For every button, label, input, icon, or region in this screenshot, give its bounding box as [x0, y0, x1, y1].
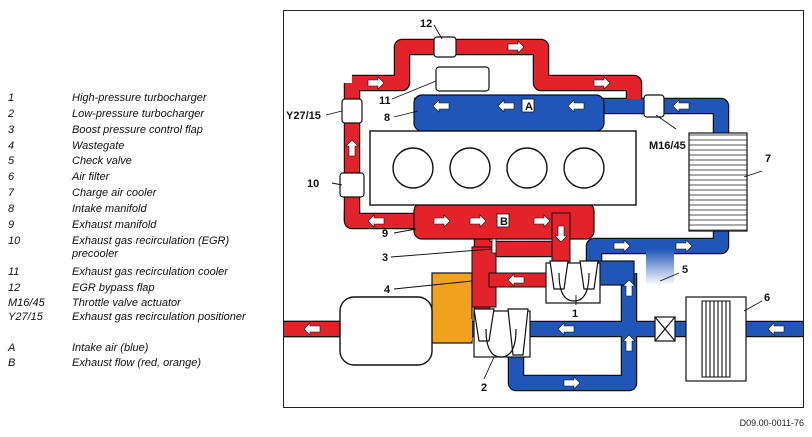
muffler	[339, 296, 433, 366]
legend-key: 8	[8, 203, 15, 215]
cylinder	[506, 147, 548, 189]
egr-precooler	[339, 172, 365, 198]
legend-text: Throttle valve actuator	[72, 297, 181, 309]
flow-arrow	[533, 214, 551, 228]
lp-compressor-wheel	[507, 308, 529, 356]
legend-text: Wastegate	[72, 140, 125, 152]
legend-key: B	[8, 357, 16, 369]
legend-text: Air filter	[72, 171, 110, 183]
engine-flow-diagram: 12 11 Y27/15 8 A M16/45 7 10 B 9 3 5 4 1…	[284, 18, 803, 394]
legend-text: Low-pressure turbocharger	[72, 108, 205, 120]
callout-5: 5	[682, 264, 688, 276]
flow-arrow	[345, 139, 359, 157]
check-valve	[646, 249, 674, 285]
flow-arrow	[767, 322, 785, 336]
callout-b: B	[500, 216, 508, 228]
callout-9: 9	[382, 228, 388, 240]
air-filter-element	[701, 300, 731, 378]
legend-key: 1	[8, 92, 15, 104]
marker-box-b	[496, 213, 510, 228]
legend-key: 4	[8, 140, 15, 152]
charge-air-cooler	[688, 132, 748, 232]
callout-2: 2	[481, 382, 487, 394]
callout-10: 10	[307, 178, 319, 190]
legend-text: Exhaust gas recirculation (EGR) precoole…	[72, 235, 230, 260]
flow-arrow	[367, 214, 385, 228]
flow-arrow	[469, 214, 487, 228]
boost-pressure-control-flap	[491, 238, 497, 254]
callout-7: 7	[765, 153, 771, 165]
cylinder	[563, 147, 605, 189]
egr-positioner	[341, 98, 363, 124]
flow-arrow	[433, 214, 451, 228]
legend-text: Intake air (blue)	[72, 342, 149, 354]
throttle-valve-actuator	[643, 94, 665, 118]
legend-key: 9	[8, 219, 15, 231]
callout-12: 12	[420, 18, 432, 30]
leader-lines	[325, 24, 763, 380]
marker-box-a	[521, 98, 535, 113]
flow-arrow	[432, 99, 450, 113]
callout-8: 8	[384, 112, 390, 124]
legend-text: EGR bypass flap	[72, 282, 155, 294]
legend-key: M16/45	[8, 297, 45, 309]
callout-3: 3	[382, 252, 388, 264]
callout-m16-45: M16/45	[649, 140, 686, 152]
legend-key: 12	[8, 282, 21, 294]
document-code: D09.00-0011-76	[739, 418, 804, 428]
legend-text: Exhaust manifold	[72, 219, 157, 231]
flow-arrow	[303, 322, 321, 336]
legend-key: 5	[8, 155, 15, 167]
legend-key: 10	[8, 235, 21, 247]
flow-arrow	[675, 239, 693, 253]
legend-text: Boost pressure control flap	[72, 124, 203, 136]
flow-arrow	[613, 239, 631, 253]
cylinder	[449, 147, 491, 189]
legend-key: 3	[8, 124, 15, 136]
flow-arrow	[622, 279, 636, 297]
flow-arrow	[672, 99, 690, 113]
flow-arrow	[367, 76, 385, 90]
legend-text: Intake manifold	[72, 203, 147, 215]
flow-arrow	[557, 322, 575, 336]
flow-arrow	[497, 99, 515, 113]
callout-y27-15: Y27/15	[286, 110, 321, 122]
flow-arrow	[567, 99, 585, 113]
legend-key: Y27/15	[8, 311, 43, 323]
legend-key: 7	[8, 187, 15, 199]
legend-key: 2	[8, 108, 15, 120]
callout-a: A	[525, 101, 533, 113]
legend-text: Exhaust gas recirculation positioner	[72, 311, 246, 323]
legend-text: Check valve	[72, 155, 132, 167]
diagram-frame: 12 11 Y27/15 8 A M16/45 7 10 B 9 3 5 4 1…	[283, 10, 804, 408]
flow-arrow	[507, 273, 525, 287]
flow-arrow	[622, 334, 636, 352]
egr-cooler	[435, 66, 490, 92]
cylinder	[392, 147, 434, 189]
legend-text: Exhaust gas recirculation cooler	[72, 266, 228, 278]
callout-11: 11	[379, 95, 391, 107]
lp-turbine-wheel	[473, 308, 495, 342]
callout-1: 1	[572, 308, 578, 320]
exhaust-alt-fill	[432, 319, 472, 341]
legend-text: High-pressure turbocharger	[72, 92, 207, 104]
flow-arrow	[593, 76, 611, 90]
legend-key: 11	[8, 266, 20, 278]
intake-manifold	[413, 94, 605, 132]
legend-key: 6	[8, 171, 15, 183]
flow-arrow	[554, 225, 568, 243]
callout-6: 6	[764, 292, 770, 304]
callout-4: 4	[384, 284, 391, 296]
legend-text: Charge air cooler	[72, 187, 157, 199]
egr-bypass-flap	[433, 36, 457, 58]
legend-key: A	[8, 342, 16, 354]
flow-arrow	[507, 40, 525, 54]
flow-arrows	[303, 40, 785, 390]
legend-text: Exhaust flow (red, orange)	[72, 357, 202, 369]
flow-arrow	[563, 376, 581, 390]
